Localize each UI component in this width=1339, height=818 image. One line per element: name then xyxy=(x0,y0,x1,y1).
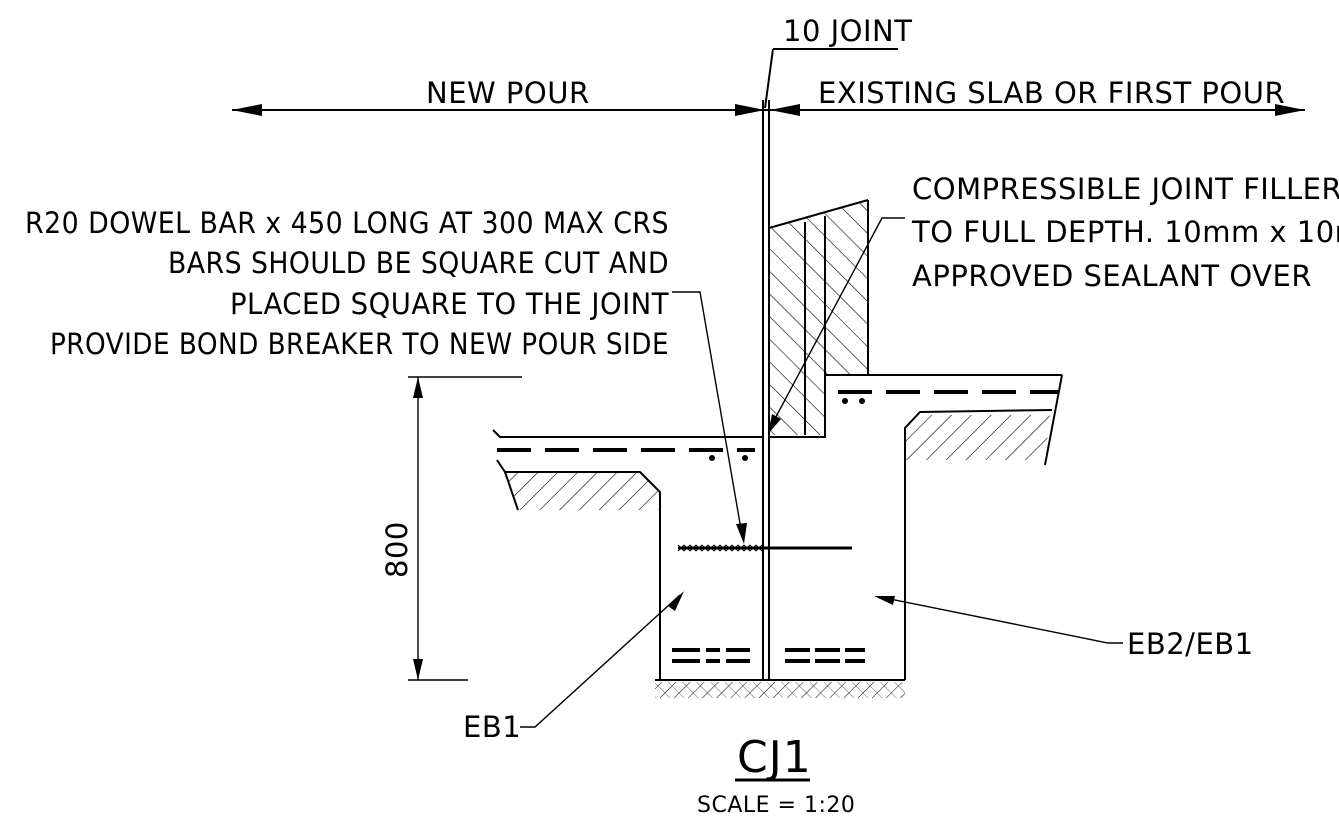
dimension-label: 800 xyxy=(380,521,414,578)
joint-leader xyxy=(764,48,774,109)
filler-arrow-icon xyxy=(768,414,781,434)
bar-dot xyxy=(859,398,865,404)
dowel-label-line1: R20 DOWEL BAR x 450 LONG AT 300 MAX CRS xyxy=(25,206,669,240)
bar-dot xyxy=(742,455,748,461)
new-pour-label: NEW POUR xyxy=(426,76,590,110)
dowel-label-line2: BARS SHOULD BE SQUARE CUT AND xyxy=(168,246,669,280)
left-slab-hatch xyxy=(496,459,661,680)
right-slab-hatch xyxy=(904,409,1053,680)
beam-left-label: EB1 xyxy=(463,710,521,744)
filler-label-line1: COMPRESSIBLE JOINT FILLER xyxy=(912,172,1339,206)
dim-arrow-top-icon xyxy=(413,377,423,398)
ground-hatch-cross xyxy=(655,682,905,698)
arrow-right-icon xyxy=(1275,104,1305,116)
bar-dot xyxy=(842,398,848,404)
dim-arrow-bottom-icon xyxy=(413,659,423,680)
existing-upstand-wall xyxy=(768,199,869,435)
dowel-arrow-icon xyxy=(736,523,747,544)
bottom-bars-left xyxy=(672,648,750,663)
beam-right-label: EB2/EB1 xyxy=(1127,627,1254,661)
slab-outline xyxy=(492,374,1063,466)
bottom-bars-right xyxy=(785,648,865,663)
arrow-joint-right-icon xyxy=(770,104,800,116)
eb1-leader xyxy=(520,594,681,728)
eb2-leader xyxy=(879,596,1123,644)
bar-dot xyxy=(709,455,715,461)
filler-label-line2: TO FULL DEPTH. 10mm x 10mm xyxy=(911,215,1339,249)
dowel-label-line3: PLACED SQUARE TO THE JOINT xyxy=(230,287,669,321)
dowel-leader xyxy=(672,291,743,536)
eb1-arrow-icon xyxy=(668,591,684,611)
arrow-left-icon xyxy=(232,104,262,116)
joint-label: 10 JOINT xyxy=(783,14,912,48)
filler-label-line3: APPROVED SEALANT OVER xyxy=(912,259,1312,293)
detail-title: CJ1 xyxy=(737,732,812,783)
eb2-arrow-icon xyxy=(874,596,895,605)
dowel-bar xyxy=(677,544,852,552)
existing-slab-label: EXISTING SLAB OR FIRST POUR xyxy=(818,76,1285,110)
arrow-joint-left-icon xyxy=(735,104,765,116)
dowel-label-line4: PROVIDE BOND BREAKER TO NEW POUR SIDE xyxy=(50,327,669,361)
filler-leader xyxy=(769,217,905,429)
scale-label: SCALE = 1:20 xyxy=(697,793,855,818)
